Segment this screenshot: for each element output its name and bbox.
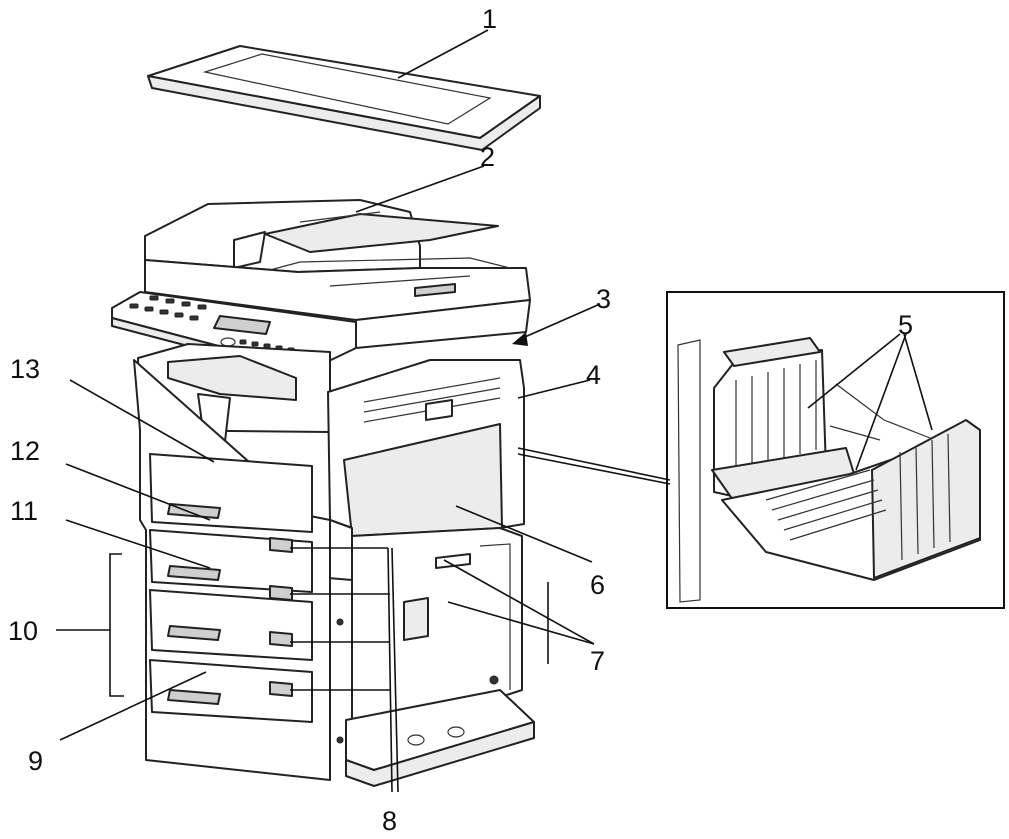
main-body — [133, 343, 535, 787]
callout-3: 3 — [596, 284, 611, 314]
callout-5: 5 — [898, 310, 913, 340]
callout-13: 13 — [10, 354, 40, 384]
callout-10: 10 — [8, 616, 38, 646]
document-feeder — [144, 199, 531, 349]
callout-1: 1 — [482, 4, 497, 34]
callout-9: 9 — [28, 746, 43, 776]
callout-2: 2 — [480, 142, 495, 172]
platen-cover — [147, 45, 541, 151]
duplex-inset — [666, 291, 1005, 609]
callout-4: 4 — [586, 360, 601, 390]
callout-6: 6 — [590, 570, 605, 600]
callout-11: 11 — [10, 496, 38, 526]
callout-12: 12 — [10, 436, 40, 466]
callout-7: 7 — [590, 646, 605, 676]
callout-8: 8 — [382, 806, 397, 836]
callout-labels: 1 2 3 4 5 6 7 8 9 10 11 12 13 — [8, 4, 913, 836]
leader-lines — [56, 29, 933, 793]
